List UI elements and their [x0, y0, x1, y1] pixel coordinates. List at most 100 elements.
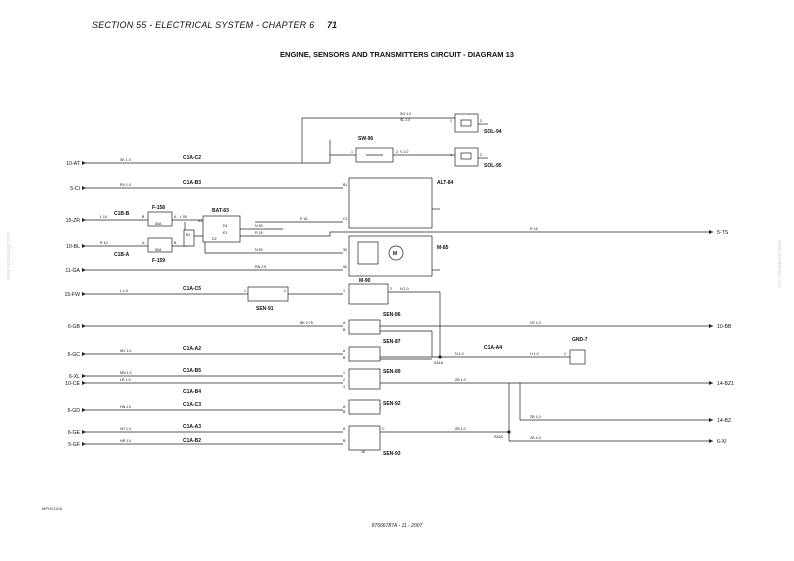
- pin-label: 2: [390, 287, 392, 291]
- document-reference: 87666787A - 11 - 2007: [371, 523, 423, 529]
- pin-label: B1: [343, 183, 347, 187]
- connector-label: C1A-A2: [183, 346, 201, 352]
- wire-label: R 16: [530, 227, 538, 231]
- f-158-box: [147, 211, 173, 227]
- wire-label: SG 1.0: [400, 112, 411, 116]
- pin-label: B1: [186, 233, 190, 237]
- component-label: SEN-87: [383, 339, 401, 345]
- wire-label: ZB 1.0: [455, 427, 466, 431]
- connector-label: C1A-B5: [183, 368, 201, 374]
- pin-label: 2: [343, 378, 345, 382]
- splice-label: SA20: [494, 435, 503, 439]
- wire-label: N 1.0: [455, 352, 464, 356]
- pin-label: 1: [450, 119, 452, 123]
- connector-label: C1A-C3: [183, 402, 201, 408]
- left-terminal: 6-GC: [68, 352, 81, 358]
- left-terminal: 11-GA: [65, 268, 80, 274]
- pin-label: 1: [343, 289, 345, 293]
- wire-label: L 50: [180, 215, 187, 219]
- right-terminal: 6-XI: [717, 439, 727, 445]
- component-label: F-158: [152, 205, 165, 211]
- wire-label: VH 1.0: [120, 427, 131, 431]
- connector-label: C1A-B3: [183, 180, 201, 186]
- left-terminal-labels: 10-AT 5-CI 15-ZR 10-BL 11-GA 15-FW 6-GB …: [64, 161, 80, 448]
- pin-label: 1: [564, 352, 566, 356]
- right-terminal-labels: 5-TS 10-BB 14-BZ1 14-BZ 6-XI: [717, 230, 734, 445]
- connector-label: C1A-B4: [183, 389, 201, 395]
- wire-label: SK 1.0: [120, 158, 131, 162]
- component-label: F-159: [152, 258, 165, 264]
- component-label: SOL-95: [484, 163, 502, 169]
- left-terminal: 15-FW: [64, 292, 80, 298]
- bat-83-box: [202, 215, 241, 243]
- wire-label: N 50: [255, 224, 263, 228]
- pin-label: C: [382, 427, 385, 431]
- component-label: SEN-89: [383, 369, 401, 375]
- pin-label: A: [343, 349, 346, 353]
- left-terminal: 10-BL: [66, 244, 80, 250]
- right-terminal: 10-BB: [717, 324, 732, 330]
- component-label: SEN-92: [383, 401, 401, 407]
- f-159-box: [147, 237, 173, 253]
- sen-91-box: [247, 286, 289, 302]
- right-terminal: 14-BZ1: [717, 381, 734, 387]
- wire-label: R 16: [255, 231, 263, 235]
- splice-sa20: [507, 430, 511, 434]
- connector-label: C1A-B2: [183, 438, 201, 444]
- pin-label: 2: [396, 150, 398, 154]
- left-terminal: 10-AT: [66, 161, 81, 167]
- splice-labels: SA18 SA20: [434, 361, 503, 439]
- component-label: SEN-91: [256, 306, 274, 312]
- m-90-box: [348, 283, 389, 305]
- right-terminal: 14-BZ: [717, 418, 731, 424]
- left-terminal: 10-CE: [65, 381, 80, 387]
- pin-label: 30: [343, 248, 347, 252]
- wire-label: RV 1.0: [120, 183, 131, 187]
- left-terminal: 6-GB: [68, 324, 81, 330]
- left-terminal: 15-ZR: [66, 218, 81, 224]
- component-label: GND-7: [572, 337, 588, 343]
- left-terminal-arrows: [82, 161, 86, 446]
- pin-label: 1K: [361, 450, 366, 454]
- left-terminal: 6-GD: [68, 408, 81, 414]
- wire-label: L 10: [100, 215, 107, 219]
- component-labels: SOL-94 SOL-95 SW-96 ALT-84 F-158 F-159 B…: [152, 129, 588, 457]
- component-label: SEN-93: [383, 451, 401, 457]
- wire-label: ZB 1.0: [530, 436, 541, 440]
- section-header: SECTION 55 - ELECTRICAL SYSTEM - CHAPTER…: [92, 20, 315, 30]
- pin-label: 3: [343, 385, 345, 389]
- pin-label: 50: [343, 265, 347, 269]
- pin-label: B: [343, 410, 346, 414]
- connector-label: C1A-A4: [484, 345, 502, 351]
- splice-label: SA18: [434, 361, 443, 365]
- wire-label: N 1.0: [400, 287, 409, 291]
- wire-label: N 50: [255, 248, 263, 252]
- sen-87-box: [348, 346, 381, 362]
- wire-label: LR 1.0: [120, 378, 131, 382]
- component-inner-labels: 50A 50A M: [155, 222, 397, 257]
- connector-label: C1B-B: [114, 211, 130, 217]
- wire-label: HR 1.0: [120, 439, 131, 443]
- pin-label: B: [142, 215, 145, 219]
- connector-label: C1B-A: [114, 252, 130, 258]
- pin-label: B: [343, 328, 346, 332]
- component-label: BAT-83: [212, 208, 229, 214]
- pin-label: E1: [223, 231, 227, 235]
- connector-label: C1A-A3: [183, 424, 201, 430]
- pin-label: B: [174, 241, 177, 245]
- pin-label: 1: [343, 371, 345, 375]
- pin-label: 1: [244, 289, 246, 293]
- pin-label: A: [343, 405, 346, 409]
- motor-symbol: M: [393, 251, 397, 257]
- component-label: SEN-86: [383, 312, 401, 318]
- splice-sa18: [438, 355, 442, 359]
- alt-84-box: [348, 177, 433, 229]
- pin-label: A: [142, 241, 145, 245]
- gnd-7-box: [569, 349, 586, 365]
- connector-labels: C1A-C2 C1A-B3 C1B-B C1B-A C1A-C5 C1A-A2 …: [114, 155, 502, 444]
- connector-label: C1A-C2: [183, 155, 201, 161]
- sen-93-box: [348, 425, 381, 451]
- pin-label: 2: [284, 289, 286, 293]
- pin-label: B: [343, 356, 346, 360]
